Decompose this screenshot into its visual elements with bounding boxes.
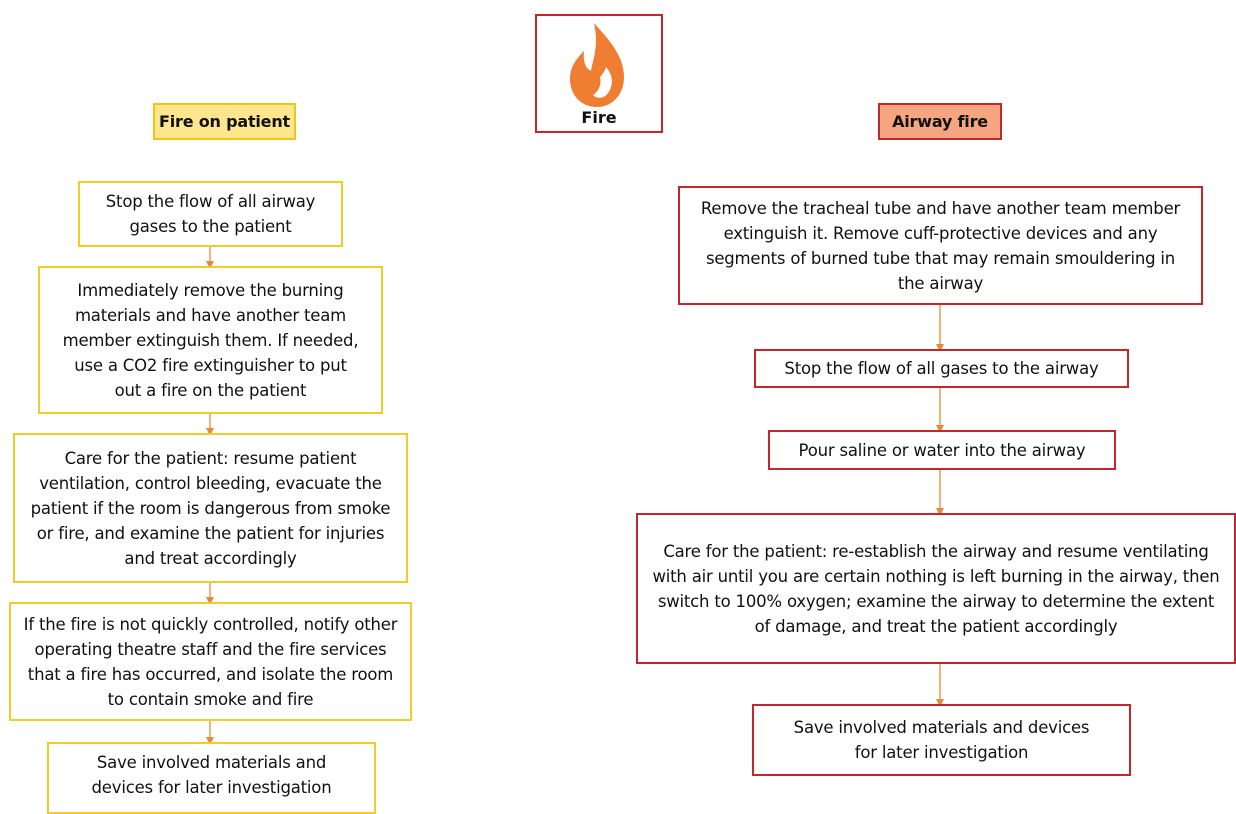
left-step-5: Save involved materials and devices for … <box>47 742 376 814</box>
left-step-5-text: Save involved materials and devices for … <box>91 753 332 797</box>
page-title: Fire <box>581 108 617 127</box>
right-step-2-text: Stop the flow of all gases to the airway <box>784 359 1099 378</box>
left-step-2-text: Immediately remove the burning materials… <box>62 280 359 400</box>
right-step-1-text: Remove the tracheal tube and have anothe… <box>700 198 1181 293</box>
right-step-4: Care for the patient: re-establish the a… <box>636 513 1236 664</box>
heading-airway-fire: Airway fire <box>878 103 1002 140</box>
left-step-3-text: Care for the patient: resume patient ven… <box>30 448 391 568</box>
right-step-2: Stop the flow of all gases to the airway <box>754 349 1129 388</box>
left-step-1: Stop the flow of all airway gases to the… <box>78 181 343 247</box>
right-step-1: Remove the tracheal tube and have anothe… <box>678 186 1203 305</box>
left-step-4-text: If the fire is not quickly controlled, n… <box>23 614 398 709</box>
right-step-5-text: Save involved materials and devices for … <box>793 718 1090 762</box>
left-step-3: Care for the patient: resume patient ven… <box>13 433 408 583</box>
right-step-3: Pour saline or water into the airway <box>768 430 1116 470</box>
heading-fire-on-patient: Fire on patient <box>153 103 296 140</box>
flame-icon <box>570 23 624 107</box>
left-step-2: Immediately remove the burning materials… <box>38 266 383 414</box>
right-step-5: Save involved materials and devices for … <box>752 704 1131 776</box>
left-step-1-text: Stop the flow of all airway gases to the… <box>105 192 316 236</box>
right-step-4-text: Care for the patient: re-establish the a… <box>652 541 1220 636</box>
right-step-3-text: Pour saline or water into the airway <box>798 440 1086 460</box>
left-step-4: If the fire is not quickly controlled, n… <box>9 602 412 721</box>
fire-title-box: Fire <box>535 14 663 133</box>
